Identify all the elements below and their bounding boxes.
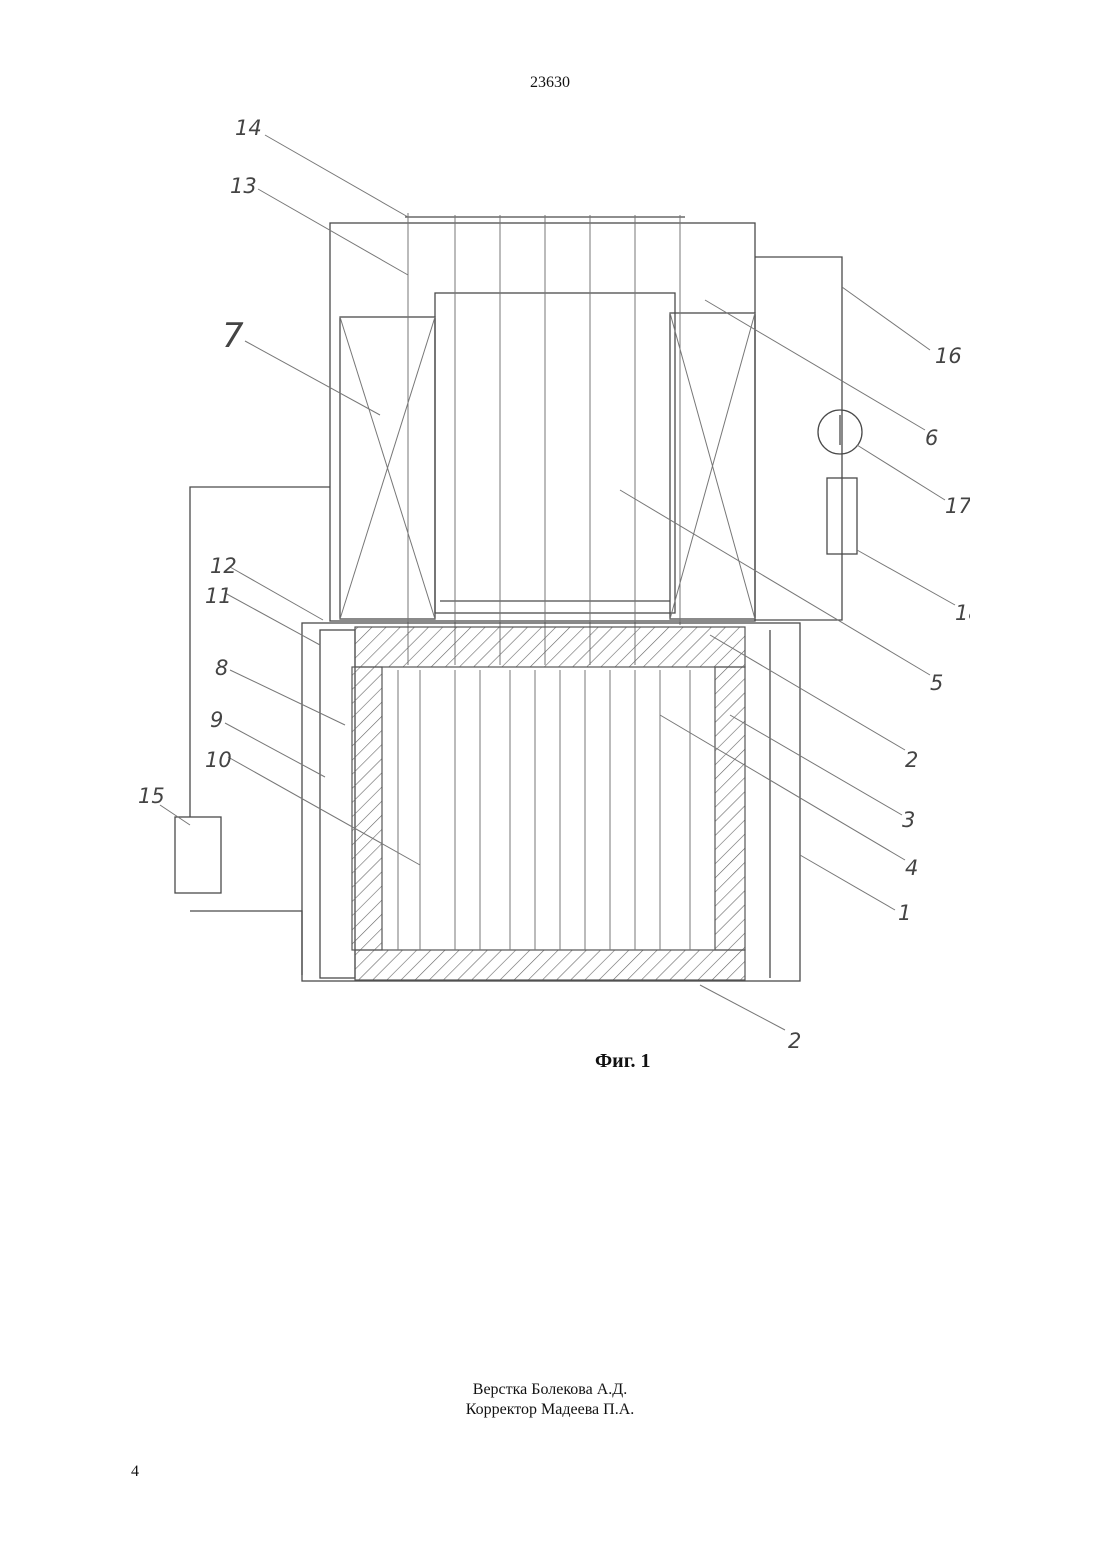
part-label: 2 xyxy=(905,748,918,772)
part-label: 13 xyxy=(230,174,257,198)
part-label: 4 xyxy=(905,856,918,880)
part-label: 11 xyxy=(205,584,232,608)
part-label: 6 xyxy=(925,426,938,450)
part-label: 9 xyxy=(210,708,223,732)
drawing-canvas: 14 13 7 16 6 17 18 5 12 11 8 9 10 15 2 3… xyxy=(130,105,970,1080)
credits-block: Верстка Болекова А.Д. Корректор Мадеева … xyxy=(0,1380,1100,1420)
technical-drawing-figure-1: 14 13 7 16 6 17 18 5 12 11 8 9 10 15 2 3… xyxy=(130,105,970,1080)
part-label: 12 xyxy=(210,554,237,578)
leader-lines xyxy=(160,135,955,1030)
upper-vessel xyxy=(330,213,755,665)
part-label: 16 xyxy=(935,344,962,368)
part-label: 7 xyxy=(222,316,244,356)
control-circuit xyxy=(175,487,330,975)
part-label: 2 xyxy=(788,1029,801,1053)
part-label: 3 xyxy=(902,808,915,832)
part-label: 17 xyxy=(945,494,970,518)
patent-number: 23630 xyxy=(0,74,1100,92)
part-labels: 14 13 7 16 6 17 18 5 12 11 8 9 10 15 2 3… xyxy=(138,116,970,1053)
part-label: 18 xyxy=(955,601,970,625)
layout-credit: Верстка Болекова А.Д. xyxy=(0,1380,1100,1400)
page-number: 4 xyxy=(131,1463,139,1481)
part-label: 15 xyxy=(138,784,165,808)
lower-body xyxy=(302,623,800,981)
part-label: 14 xyxy=(235,116,262,140)
flow-circuit xyxy=(755,257,862,620)
figure-caption: Фиг. 1 xyxy=(595,1050,651,1073)
part-label: 1 xyxy=(898,901,911,925)
part-label: 10 xyxy=(205,748,232,772)
part-label: 8 xyxy=(215,656,228,680)
part-label: 5 xyxy=(930,671,943,695)
corrector-credit: Корректор Мадеева П.А. xyxy=(0,1400,1100,1420)
